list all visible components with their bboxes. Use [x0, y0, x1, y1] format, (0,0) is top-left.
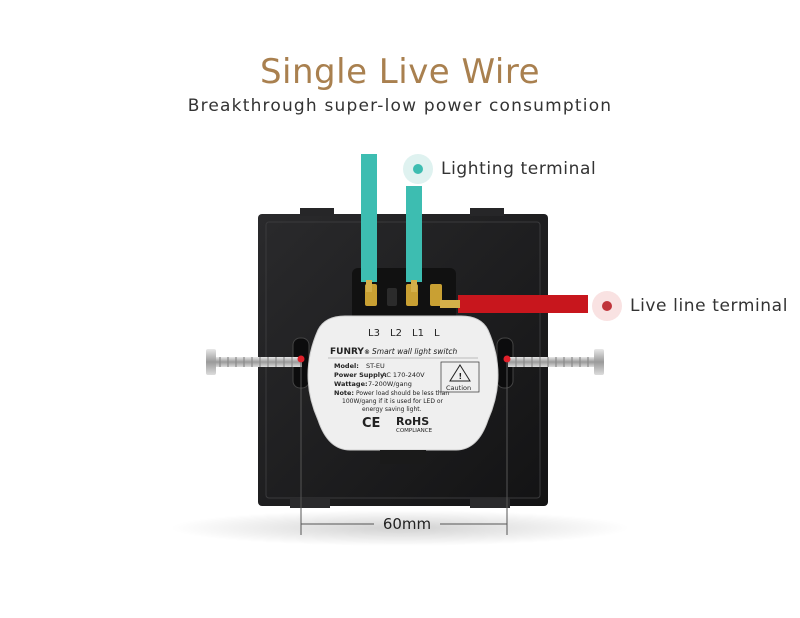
live-wire: [458, 295, 588, 313]
lighting-wire-l1: [406, 186, 422, 282]
control-module: [307, 315, 499, 451]
module-power-value: AC 170-240V: [382, 371, 425, 379]
diagram-subtitle: Breakthrough super-low power consumption: [187, 96, 613, 116]
callout-live-label: Live line terminal: [630, 296, 789, 316]
diagram-title: Single Live Wire: [259, 52, 541, 92]
mounting-screw-right: [508, 349, 604, 375]
module-caution: Caution: [446, 384, 471, 392]
module-wattage-label: Wattage:: [334, 380, 368, 388]
terminal-screw-l2: [387, 288, 397, 306]
module-wattage-value: 7-200W/gang: [368, 380, 412, 388]
module-note-line3: energy saving light.: [362, 406, 422, 413]
terminal-block: [352, 268, 456, 320]
warning-triangle-icon: [449, 364, 471, 382]
live-wire-end: [440, 300, 460, 308]
panel-tab: [470, 498, 510, 508]
panel-tab: [470, 208, 504, 216]
rohs-mark: RoHS: [396, 415, 429, 428]
lighting-dot-icon: [403, 154, 433, 184]
terminal-screw-l: [430, 284, 442, 306]
module-note-line2: 100W/gang if it is used for LED or: [342, 398, 444, 405]
lighting-wire-l1-end: [411, 280, 417, 292]
floor-shadow: [170, 510, 630, 546]
terminal-label-l2: L2: [390, 328, 402, 339]
panel-tab: [290, 498, 330, 508]
mount-point-left-marker: [297, 355, 305, 363]
module-note-label: Note:: [334, 389, 354, 397]
mounting-screw-left: [206, 349, 302, 375]
callout-lighting-label: Lighting terminal: [441, 159, 597, 179]
module-bottom-latch: [380, 450, 426, 464]
lighting-wire-l3-end: [366, 280, 372, 292]
module-brand: FUNRY®: [330, 347, 370, 357]
dimension-label: 60mm: [383, 515, 431, 533]
callout-lighting-terminal: Lighting terminal: [403, 154, 596, 184]
caution-box: [440, 361, 480, 393]
warning-exclamation: !: [459, 372, 463, 381]
module-model-label: Model:: [334, 362, 359, 370]
terminal-label-l3: L3: [368, 328, 380, 339]
terminal-label-l1: L1: [412, 328, 424, 339]
terminal-label-l: L: [434, 328, 440, 339]
ce-mark: CE: [362, 416, 380, 431]
rohs-compliance: COMPLIANCE: [396, 428, 433, 434]
module-tagline: Smart wall light switch: [372, 347, 458, 356]
module-power-label: Power Supply:: [334, 371, 387, 379]
lighting-wire-l3: [361, 154, 377, 282]
module-model-value: ST-EU: [366, 362, 385, 370]
panel-tab: [300, 208, 334, 216]
module-note-line1: Power load should be less than: [356, 390, 449, 397]
callout-live-terminal: Live line terminal: [592, 291, 788, 321]
live-dot-icon: [592, 291, 622, 321]
mount-point-right-marker: [503, 355, 511, 363]
